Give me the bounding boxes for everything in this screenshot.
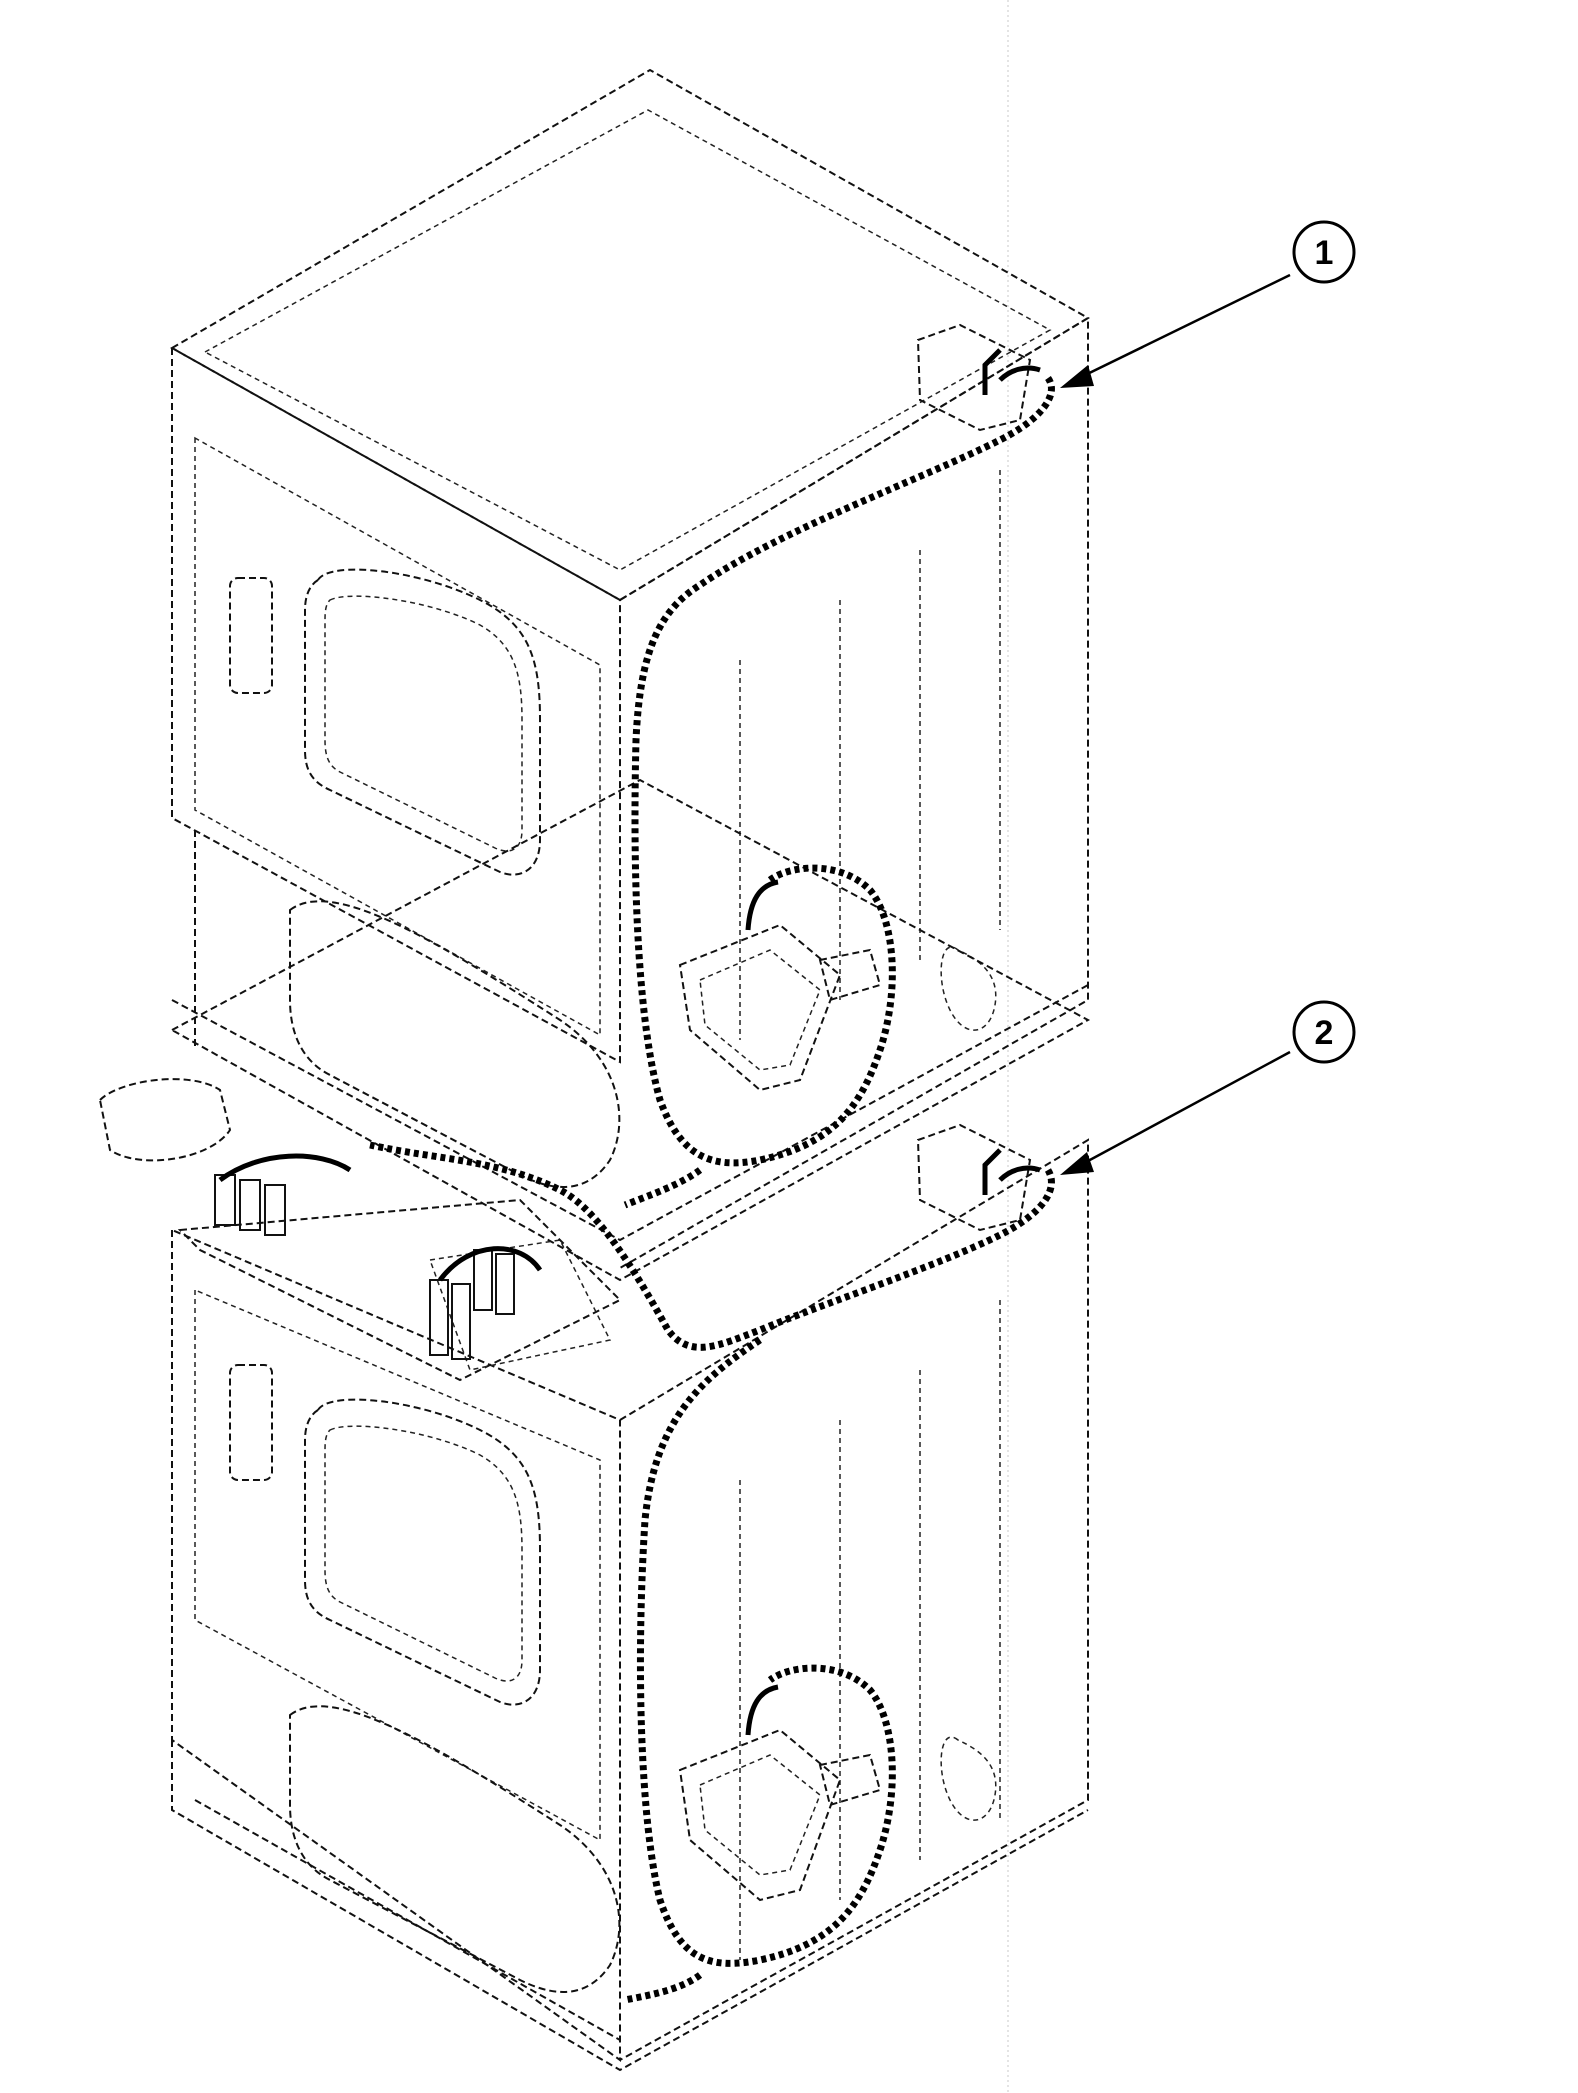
- upper-unit-top: [169, 68, 1090, 602]
- terminal-block-left: [214, 1174, 286, 1236]
- upper-unit-door: [304, 568, 541, 876]
- callout-1: 1: [1060, 220, 1356, 388]
- callout-2-number: 2: [1315, 1014, 1334, 1052]
- upper-motor-assembly: [678, 879, 882, 1092]
- lower-unit-side-panel-lines: [739, 1300, 1001, 1960]
- upper-connector-box: [916, 323, 1041, 432]
- lower-unit-top: [169, 778, 1091, 1282]
- lower-unit-door-handle: [229, 1364, 273, 1481]
- upper-unit-door-glass: [324, 595, 523, 852]
- upper-unit-side-face: [619, 316, 1089, 1269]
- lower-unit-drum-housing: [289, 1705, 621, 1993]
- callout-1-leader: [1074, 273, 1291, 382]
- lower-connector-box: [916, 1123, 1041, 1232]
- lower-unit-front-face: [171, 1228, 621, 2062]
- callout-1-arrowhead: [1060, 365, 1094, 388]
- interconnect-plate: [428, 1239, 612, 1371]
- upper-unit-drum-housing: [289, 900, 621, 1188]
- interconnect-wire: [218, 1153, 543, 1282]
- terminal-block-right: [429, 1249, 515, 1360]
- lower-motor-assembly: [678, 1684, 882, 1902]
- wire-harness-1: [623, 375, 1055, 1209]
- upper-unit-front-panel: [194, 436, 601, 1037]
- callout-2-arrowhead: [1060, 1152, 1094, 1175]
- upper-unit: [169, 68, 1090, 1269]
- upper-unit-top-inner: [203, 109, 1052, 571]
- callout-2: 2: [1060, 1000, 1356, 1175]
- lower-unit: [169, 778, 1091, 2072]
- upper-unit-side-panel-lines: [739, 470, 1001, 1040]
- upper-unit-front-face: [171, 346, 621, 1064]
- callout-2-leader: [1074, 1050, 1291, 1170]
- upper-unit-door-handle: [229, 577, 273, 694]
- wire-harness-2: [369, 1141, 1055, 2004]
- callout-2-circle: [1292, 1000, 1356, 1064]
- callout-1-number: 1: [1315, 234, 1334, 272]
- upper-unit-side-port: [940, 946, 997, 1031]
- interconnect-bracket: [98, 1078, 232, 1162]
- lower-unit-door-glass: [324, 1425, 523, 1682]
- interconnect-tray: [177, 1198, 622, 1382]
- upper-unit-base-frame: [171, 830, 1089, 1242]
- lower-unit-side-face: [619, 1138, 1089, 2061]
- lower-unit-front-panel: [194, 1288, 601, 1842]
- interconnect-panel: [98, 1078, 622, 1382]
- lower-unit-door: [304, 1398, 541, 1706]
- lower-unit-base: [171, 1740, 1089, 2072]
- lower-unit-side-port: [940, 1736, 997, 1821]
- callout-1-circle: [1292, 220, 1356, 284]
